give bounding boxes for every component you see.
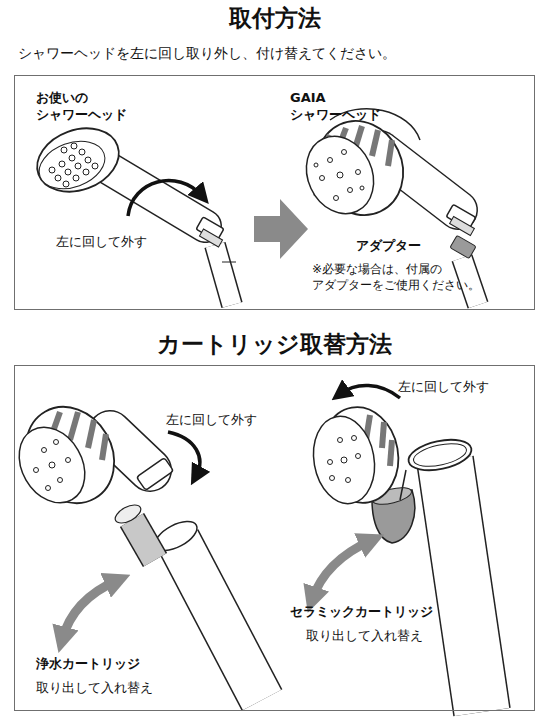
- art-part: [352, 436, 357, 441]
- art-part: [320, 176, 325, 181]
- art-part: [382, 422, 384, 448]
- art-part: [346, 478, 351, 483]
- art-part: [222, 262, 236, 263]
- art-part: [42, 448, 47, 453]
- art-part: [54, 440, 59, 445]
- art-part: [66, 458, 71, 463]
- art-part: [59, 161, 65, 167]
- part-label: 左に回して外す: [166, 412, 296, 429]
- art-part: [70, 412, 78, 440]
- part-label: お使いの シャワーヘッド: [36, 90, 146, 124]
- art-part: [112, 501, 143, 527]
- art-part: [136, 458, 173, 491]
- art-part: [450, 217, 475, 236]
- art-part: [294, 125, 386, 225]
- art-part: [132, 520, 155, 560]
- art-part: [92, 163, 98, 169]
- art-part: [314, 150, 364, 201]
- art-part: [445, 460, 482, 712]
- part-label: 浄水カートリッジ: [36, 656, 196, 673]
- art-part: [34, 468, 39, 473]
- art-part: [215, 245, 232, 305]
- art-part: [342, 150, 347, 155]
- art-part: [88, 420, 94, 448]
- art-part: [412, 440, 469, 471]
- art-part: [79, 149, 85, 155]
- art-part: [450, 235, 476, 258]
- art-part: [34, 440, 71, 491]
- art-part: [28, 117, 127, 202]
- art-part: [390, 440, 392, 466]
- art-part: [356, 454, 361, 459]
- part-label: 取り出して入れ替え: [306, 628, 466, 645]
- art-part: [372, 130, 378, 156]
- art-part: [334, 196, 339, 201]
- purifier-shower: [6, 391, 262, 700]
- art-part: [110, 432, 150, 470]
- ceramic-shower: [307, 385, 482, 712]
- art-part: [356, 170, 361, 175]
- art-part: [199, 229, 222, 247]
- art-part: [406, 435, 474, 476]
- instruction-panel: 取付方法シャワーヘッドを左に回し取り外し、付け替えてください。: [14, 4, 535, 310]
- instruction-text: シャワーヘッドを左に回し取り外し、付け替えてください。: [18, 44, 396, 62]
- art-part: [215, 245, 232, 305]
- art-part: [328, 158, 333, 163]
- art-part: [110, 432, 150, 470]
- part-label: アダプター: [356, 238, 456, 255]
- art-part: [65, 169, 71, 175]
- part-label: 左に回して外す: [398, 379, 528, 396]
- art-part: [400, 470, 406, 500]
- art-part: [132, 520, 155, 560]
- art-part: [168, 432, 200, 476]
- art-part: [341, 457, 347, 463]
- section-heading: カートリッジ取替方法: [14, 330, 535, 358]
- art-part: [348, 188, 353, 193]
- art-part: [330, 476, 335, 481]
- art-part: [328, 436, 361, 483]
- art-part: [75, 163, 81, 169]
- art-part: [178, 540, 262, 700]
- art-part: [55, 175, 61, 181]
- art-part: [98, 162, 205, 226]
- part-label: GAIA シャワーヘッド: [290, 90, 400, 124]
- art-part: [58, 478, 63, 483]
- art-part: [337, 172, 343, 178]
- art-part: [49, 143, 98, 187]
- art-part: [6, 415, 98, 514]
- art-part: [388, 140, 392, 166]
- part-label: 取り出して入れ替え: [36, 680, 196, 697]
- art-part: [307, 411, 381, 508]
- art-part: [314, 163, 318, 167]
- big-arrow: [254, 199, 308, 259]
- art-part: [312, 540, 372, 600]
- art-part: [46, 486, 51, 491]
- art-part: [98, 162, 205, 226]
- art-part: [102, 434, 106, 460]
- art-part: [360, 186, 364, 190]
- part-label: ※必要な場合は、付属の アダプターをご使用ください。: [312, 262, 497, 293]
- art-part: [328, 460, 333, 465]
- part-label: セラミックカートリッジ: [290, 604, 490, 621]
- art-part: [61, 147, 67, 153]
- art-part: [73, 175, 79, 181]
- art-part: [445, 460, 482, 712]
- old-shower-head: [28, 117, 236, 305]
- art-part: [71, 143, 77, 149]
- art-part: [85, 157, 91, 163]
- section-heading: 取付方法: [14, 4, 535, 32]
- art-part: [33, 133, 112, 198]
- art-part: [340, 385, 400, 398]
- art-part: [69, 155, 75, 161]
- art-part: [62, 580, 118, 640]
- art-part: [128, 181, 202, 216]
- art-part: [49, 167, 55, 173]
- art-part: [83, 169, 89, 175]
- part-label: 左に回して外す: [56, 234, 186, 251]
- art-part: [338, 438, 343, 443]
- art-part: [63, 181, 69, 187]
- art-part: [178, 540, 262, 700]
- art-part: [49, 462, 55, 468]
